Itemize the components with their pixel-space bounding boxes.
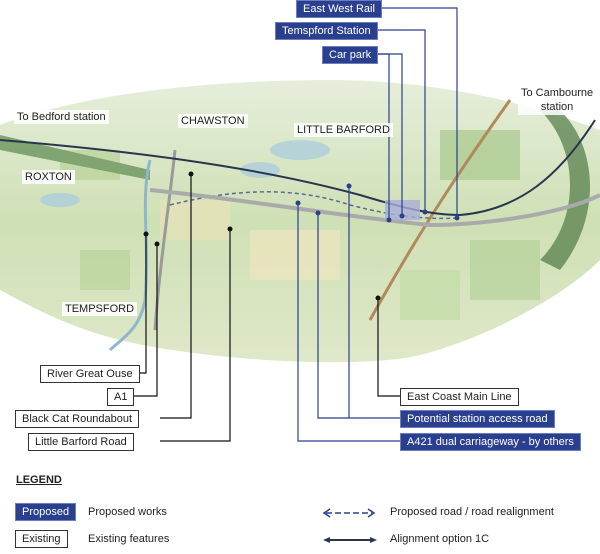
legend-existing-box: Existing (15, 530, 68, 548)
callout-black-cat-roundabout: Black Cat Roundabout (15, 410, 140, 428)
callout-east-coast-main-line: East Coast Main Line (400, 388, 519, 406)
callout-tempsford-station: Temspford Station (275, 22, 378, 40)
callout-a1: A1 (107, 388, 135, 406)
existing-road (149, 188, 600, 228)
place-little-barford: LITTLE BARFORD (294, 123, 393, 137)
proposed-leaders (297, 7, 458, 442)
legend-proposed-box: Proposed (15, 503, 77, 521)
callout-car-park: Car park (322, 46, 379, 64)
callout-a421: A421 dual carriageway - by others (400, 433, 581, 451)
legend-title: LEGEND (16, 474, 62, 486)
leader-dots (295, 183, 460, 223)
existing-leaders (131, 174, 400, 442)
legend-road-desc: Proposed road / road realignment (390, 506, 554, 518)
east-coast-main-line (368, 99, 512, 321)
legend-existing-desc: Existing features (88, 533, 170, 545)
callout-river-great-ouse: River Great Ouse (40, 365, 140, 383)
cambourne-line-1: To Cambourne (521, 87, 594, 99)
place-tempsford: TEMPSFORD (62, 302, 138, 316)
proposed-road (169, 191, 461, 220)
legend-alignment-desc: Alignment option 1C (390, 533, 490, 545)
place-cambourne: To Cambourne station (518, 85, 597, 115)
place-roxton: ROXTON (22, 170, 75, 184)
fields (0, 110, 590, 320)
cambourne-line-2: station (540, 101, 574, 113)
place-bedford: To Bedford station (14, 110, 109, 124)
callout-access-road: Potential station access road (400, 410, 555, 428)
callout-east-west-rail: East West Rail (296, 0, 382, 18)
legend-arrows (322, 508, 377, 543)
legend-proposed-desc: Proposed works (88, 506, 167, 518)
existing-dots (143, 171, 381, 301)
callout-little-barford-road: Little Barford Road (28, 433, 134, 451)
place-chawston: CHAWSTON (178, 114, 248, 128)
